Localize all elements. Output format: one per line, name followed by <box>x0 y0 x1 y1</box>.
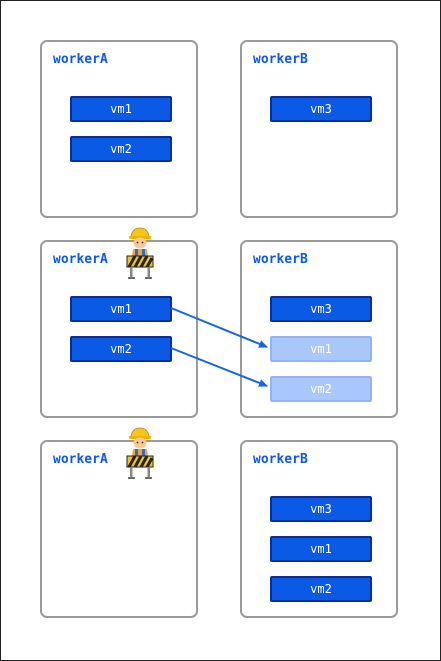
vm-box: vm2 <box>270 576 372 602</box>
vm-box: vm1 <box>70 296 172 322</box>
vm-box: vm2 <box>70 136 172 162</box>
construction-worker-icon <box>126 227 154 279</box>
worker-a-title: workerA <box>53 452 108 467</box>
worker-b-panel-row-2: workerB vm3 vm1 vm2 <box>240 240 398 418</box>
worker-b-panel-row-1: workerB vm3 <box>240 40 398 218</box>
worker-a-panel-row-2: workerA vm1 vm2 <box>40 240 198 418</box>
vm-box: vm3 <box>270 496 372 522</box>
worker-b-title: workerB <box>253 52 308 67</box>
vm-box: vm1 <box>70 96 172 122</box>
construction-worker-icon <box>126 427 154 479</box>
worker-a-panel-row-1: workerA vm1 vm2 <box>40 40 198 218</box>
vm-box: vm3 <box>270 96 372 122</box>
vm-box: vm3 <box>270 296 372 322</box>
worker-b-panel-row-3: workerB vm3 vm1 vm2 <box>240 440 398 618</box>
worker-b-title: workerB <box>253 252 308 267</box>
vm-box: vm1 <box>270 536 372 562</box>
vm-box: vm2 <box>70 336 172 362</box>
worker-a-title: workerA <box>53 52 108 67</box>
worker-a-title: workerA <box>53 252 108 267</box>
vm-box-migrating: vm1 <box>270 336 372 362</box>
worker-b-title: workerB <box>253 452 308 467</box>
worker-a-panel-row-3: workerA <box>40 440 198 618</box>
vm-box-migrating: vm2 <box>270 376 372 402</box>
